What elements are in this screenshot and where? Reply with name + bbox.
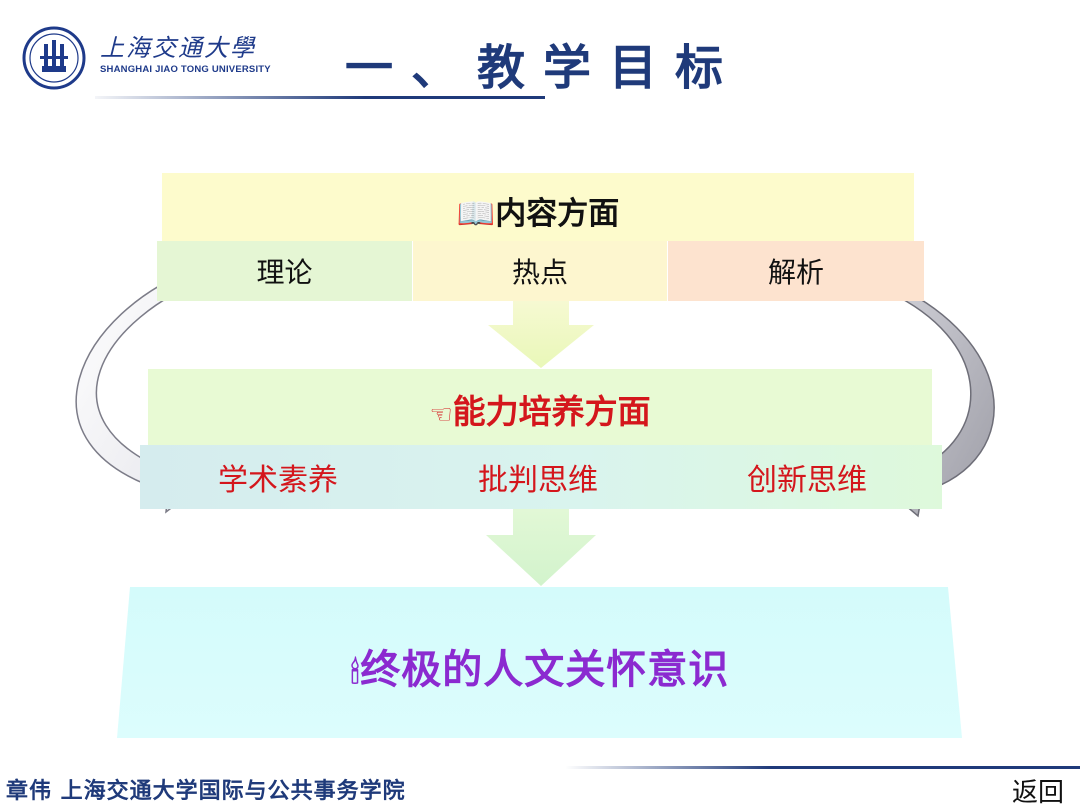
content-title: 📖内容方面: [162, 188, 914, 233]
right-curved-arrow: [867, 273, 995, 518]
university-name-cn: 上海交通大學: [100, 34, 256, 62]
goal-title: 🕯终极的人文关怀意识: [118, 637, 962, 695]
goal-title-text: 终极的人文关怀意识: [360, 647, 730, 693]
content-item-hotspot: 热点: [413, 241, 667, 301]
content-title-text: 内容方面: [495, 196, 620, 232]
ability-title-text: 能力培养方面: [452, 392, 651, 431]
candle-icon: 🕯: [350, 656, 361, 691]
ability-item-innovative: 创新思维: [747, 463, 867, 498]
footer-rule: [565, 766, 1080, 769]
ability-row: [140, 445, 942, 509]
goal-panel: [117, 587, 962, 738]
page-title: 一、教学目标: [345, 40, 742, 96]
down-arrow-1: [488, 301, 594, 368]
university-name-en: SHANGHAI JIAO TONG UNIVERSITY: [100, 64, 271, 75]
pointing-hand-icon: ☜: [429, 400, 453, 430]
title-underline: [95, 96, 545, 99]
ability-item-critical: 批判思维: [478, 463, 598, 498]
back-link[interactable]: 返回: [1012, 778, 1065, 808]
book-icon: 📖: [456, 196, 496, 232]
footer-credit: 章伟 上海交通大学国际与公共事务学院: [6, 778, 406, 804]
content-item-theory: 理论: [157, 241, 412, 301]
ability-title: ☜能力培养方面: [148, 385, 932, 433]
down-arrow-2: [486, 509, 596, 586]
content-item-analysis: 解析: [668, 241, 924, 301]
ability-item-academic: 学术素养: [218, 463, 338, 498]
university-seal-logo: [22, 26, 86, 90]
content-panel: [162, 173, 914, 241]
ability-panel: [148, 369, 932, 445]
